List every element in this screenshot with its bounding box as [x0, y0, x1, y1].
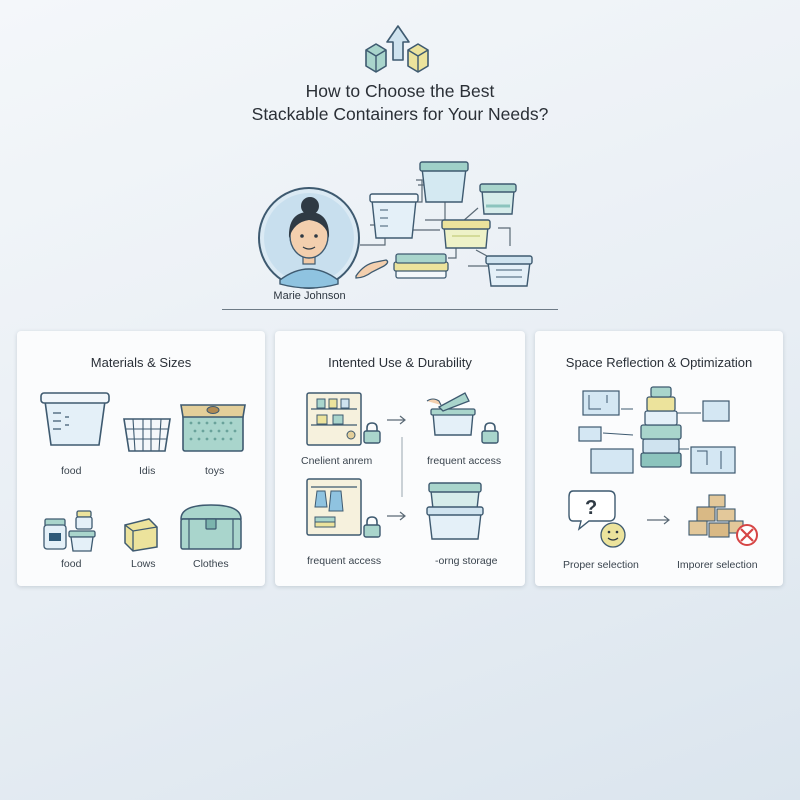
panel-title: Materials & Sizes	[90, 355, 192, 370]
lock-icon	[363, 422, 381, 444]
panel-materials-sizes: Materials & Sizes food Idis toys food L	[17, 331, 265, 586]
hero-illustration	[258, 161, 533, 289]
pantry-shelf-icon	[306, 392, 362, 446]
arrow-right-icon	[387, 415, 406, 425]
lock-icon	[363, 516, 381, 538]
avatar	[258, 187, 360, 289]
hand-icon	[355, 259, 389, 279]
question-bubble-icon: ?	[568, 490, 616, 531]
box-pile-icon	[688, 494, 758, 546]
arrow-right-icon	[387, 511, 406, 521]
label-frequent-access-2: frequent access	[307, 555, 382, 567]
label-food: food	[61, 465, 82, 477]
flow-divider	[401, 437, 403, 497]
open-box-icon	[426, 392, 476, 436]
chest-icon	[180, 504, 242, 550]
smiley-icon	[600, 522, 626, 548]
label-lows: Lows	[131, 558, 156, 570]
title-line-2: Stackable Containers for Your Needs?	[251, 104, 549, 124]
lock-icon	[481, 422, 499, 444]
label-client: Cnelient anrem	[301, 455, 373, 467]
wardrobe-icon	[306, 478, 362, 536]
wire-basket-icon	[123, 418, 171, 452]
container-tall-icon	[419, 161, 469, 203]
floorplan-icon	[578, 386, 736, 474]
label-long-storage: -orng storage	[435, 555, 498, 567]
svg-text:?: ?	[585, 497, 597, 519]
container-clear-icon	[369, 193, 419, 239]
label-toys: toys	[205, 465, 225, 477]
fabric-bin-icon	[180, 404, 246, 452]
panel-title: Space Reflection & Optimization	[565, 355, 753, 370]
panel-intended-use: Intented Use & Durability Cnelient anrem…	[275, 331, 525, 586]
plastic-tub-icon	[40, 392, 110, 446]
title-line-1: How to Choose the Best	[305, 81, 495, 101]
hero-divider	[222, 309, 558, 310]
container-basket-icon	[485, 255, 533, 287]
page-title: How to Choose the Best Stackable Contain…	[200, 80, 600, 126]
container-flat-stack-icon	[393, 253, 449, 279]
label-improper-selection: Imporer selection	[677, 559, 758, 571]
label-proper-selection: Proper selection	[563, 559, 639, 571]
label-idis: Idis	[139, 465, 156, 477]
arrow-right-icon	[647, 515, 670, 525]
label-food-2: food	[61, 558, 82, 570]
jars-icon	[43, 510, 96, 552]
panel-space-optimization: Space Reflection & Optimization ?	[535, 331, 783, 586]
label-clothes: Clothes	[193, 558, 229, 570]
container-small-green-icon	[479, 183, 517, 215]
stack-arrow-logo-icon	[365, 25, 429, 73]
label-frequent-access-1: frequent access	[427, 455, 502, 467]
stacked-box-icon	[426, 482, 484, 540]
author-name: Marie Johnson	[273, 290, 346, 302]
panel-title: Intented Use & Durability	[328, 355, 472, 370]
container-yellow-icon	[441, 219, 491, 249]
cube-icon	[124, 518, 158, 552]
